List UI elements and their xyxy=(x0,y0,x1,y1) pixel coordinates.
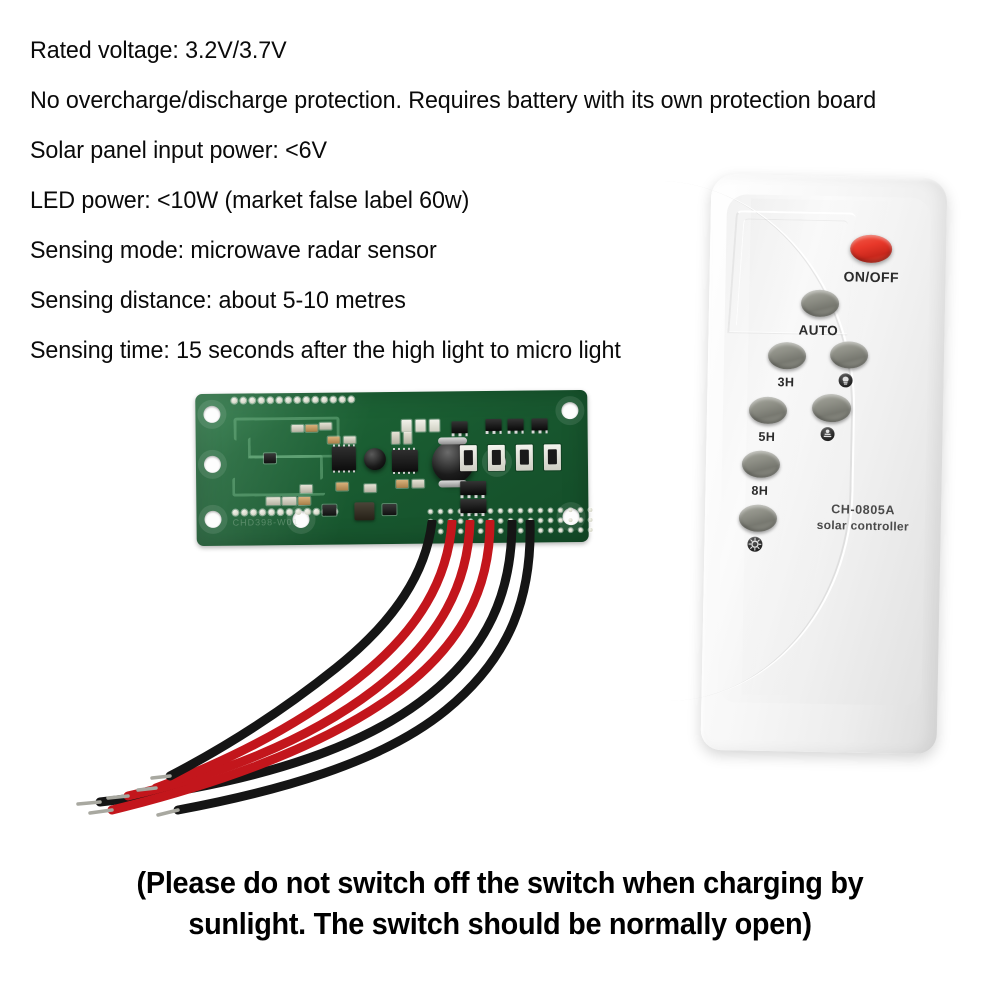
spec-line-protection: No overcharge/discharge protection. Requ… xyxy=(30,87,877,114)
spec-line-solar-input: Solar panel input power: <6V xyxy=(30,137,327,164)
cylinder-top-lip xyxy=(437,437,468,445)
smd-resistor xyxy=(391,431,400,445)
spec-line-sensing-mode: Sensing mode: microwave radar sensor xyxy=(30,237,437,264)
remote-model-subtitle: solar controller xyxy=(816,517,910,534)
schottky-diode xyxy=(460,499,487,514)
button-label-5h: 5H xyxy=(758,429,776,445)
spec-line-led-power: LED power: <10W (market false label 60w) xyxy=(30,187,470,214)
smd-capacitor xyxy=(401,419,412,432)
power-inductor xyxy=(354,502,375,521)
wire-red xyxy=(151,520,457,793)
smd-resistor xyxy=(364,484,377,493)
smd-resistor xyxy=(336,482,349,491)
smd-transistor xyxy=(382,503,397,516)
smd-resistor xyxy=(403,431,412,444)
power-resistor xyxy=(515,444,534,471)
button-label-3h: 3H xyxy=(777,375,795,390)
smd-transistor xyxy=(263,453,276,464)
smd-resistor xyxy=(298,496,311,505)
smd-capacitor xyxy=(266,497,281,506)
smd-resistor xyxy=(396,479,409,488)
wire-red xyxy=(123,520,475,801)
smd-resistor xyxy=(291,424,304,433)
smd-resistor xyxy=(412,479,425,488)
remote-model-text: CH-0805A solar controller xyxy=(803,502,924,534)
smd-transistor xyxy=(322,504,337,516)
smd-resistor xyxy=(319,422,332,430)
caption-line-1: (Please do not switch off the switch whe… xyxy=(136,865,864,900)
integrated-circuit xyxy=(391,449,419,472)
spec-line-rated-voltage: Rated voltage: 3.2V/3.7V xyxy=(30,37,287,64)
wire-black xyxy=(173,520,535,815)
wire-black xyxy=(165,520,437,781)
wire-tips xyxy=(76,774,180,817)
smd-capacitor xyxy=(282,497,297,506)
mosfet-package xyxy=(451,421,468,434)
button-label-auto: AUTO xyxy=(798,322,839,339)
bottom-caption: (Please do not switch off the switch whe… xyxy=(0,862,1000,944)
schottky-diode xyxy=(460,481,487,496)
mosfet-package xyxy=(507,418,524,431)
button-label-8h: 8H xyxy=(751,483,769,498)
smd-capacitor xyxy=(429,419,440,432)
power-resistor xyxy=(543,444,562,471)
mounting-hole xyxy=(203,455,222,473)
mosfet-package xyxy=(485,418,502,432)
power-resistor xyxy=(487,444,506,471)
sun-icon xyxy=(747,536,763,552)
button-label-on-off: ON/OFF xyxy=(843,268,900,286)
remote-control: ON/OFF AUTO 3H 5H xyxy=(649,173,948,755)
spec-line-sensing-time: Sensing time: 15 seconds after the high … xyxy=(30,337,621,364)
mounting-hole xyxy=(561,402,579,420)
mounting-hole xyxy=(203,405,221,423)
photoresistor-component xyxy=(363,448,387,471)
caption-line-2: sunlight. The switch should be normally … xyxy=(188,906,812,941)
smd-resistor xyxy=(327,436,340,444)
smd-resistor xyxy=(305,424,318,432)
specification-list: Rated voltage: 3.2V/3.7V No overcharge/d… xyxy=(30,26,970,376)
button-on-off[interactable] xyxy=(849,234,893,264)
remote-model-number: CH-0805A xyxy=(831,502,896,518)
smd-resistor xyxy=(343,436,356,444)
smd-resistor xyxy=(300,484,313,493)
wire-harness xyxy=(76,520,535,817)
wire-red xyxy=(107,520,495,815)
mosfet-package xyxy=(531,418,548,431)
dimmer-icon xyxy=(820,426,835,442)
lamp-icon xyxy=(838,373,853,388)
wire-black xyxy=(95,520,517,807)
spec-line-sensing-distance: Sensing distance: about 5-10 metres xyxy=(30,287,406,314)
smd-capacitor xyxy=(415,419,426,432)
integrated-circuit xyxy=(331,446,357,471)
power-resistor xyxy=(459,445,478,472)
header-pad-row xyxy=(231,396,355,404)
